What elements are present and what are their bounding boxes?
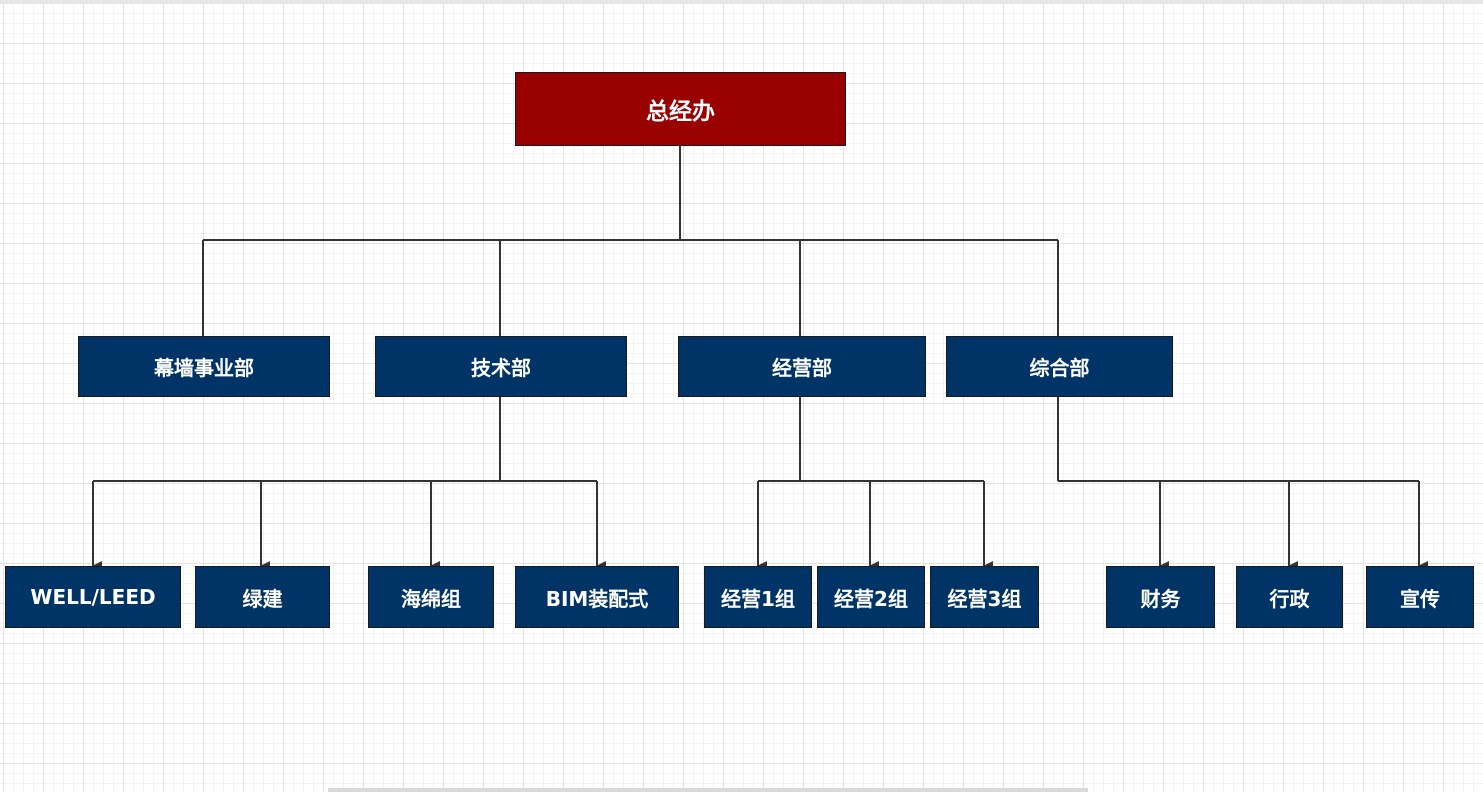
team-node-ops-group-3[interactable]: 经营3组	[930, 566, 1039, 628]
dept-node-label: 经营部	[772, 356, 832, 380]
team-node-well-leed[interactable]: WELL/LEED	[5, 566, 181, 628]
team-node-finance[interactable]: 财务	[1106, 566, 1215, 628]
dept-node-label: 幕墙事业部	[154, 356, 254, 380]
team-node-label: 经营1组	[721, 586, 795, 611]
team-node-ops-group-1[interactable]: 经营1组	[704, 566, 812, 628]
team-node-label: BIM装配式	[545, 586, 649, 611]
team-node-bim-prefab[interactable]: BIM装配式	[515, 566, 679, 628]
team-node-administration[interactable]: 行政	[1236, 566, 1343, 628]
dept-node-label: 技术部	[471, 356, 531, 380]
dept-node-curtain-wall[interactable]: 幕墙事业部	[78, 336, 330, 397]
team-node-sponge-group[interactable]: 海绵组	[368, 566, 494, 628]
team-node-label: 经营3组	[947, 586, 1022, 611]
canvas-top-edge	[0, 0, 1483, 3]
team-node-label: 绿建	[242, 586, 283, 611]
team-node-label: 财务	[1140, 586, 1181, 611]
team-node-ops-group-2[interactable]: 经营2组	[817, 566, 925, 628]
team-node-label: WELL/LEED	[30, 585, 156, 609]
horizontal-scrollbar[interactable]	[328, 788, 1088, 792]
dept-node-technology[interactable]: 技术部	[375, 336, 627, 397]
team-node-label: 海绵组	[401, 586, 461, 611]
team-node-green-building[interactable]: 绿建	[195, 566, 330, 628]
team-node-label: 宣传	[1400, 586, 1440, 611]
dept-node-operations[interactable]: 经营部	[678, 336, 926, 397]
dept-node-label: 综合部	[1029, 356, 1090, 380]
team-node-label: 行政	[1269, 586, 1310, 611]
team-node-publicity[interactable]: 宣传	[1366, 566, 1474, 628]
root-node[interactable]: 总经办	[515, 72, 846, 146]
dept-node-general-affairs[interactable]: 综合部	[946, 336, 1173, 397]
team-node-label: 经营2组	[834, 586, 908, 611]
root-node-label: 总经办	[646, 99, 715, 125]
